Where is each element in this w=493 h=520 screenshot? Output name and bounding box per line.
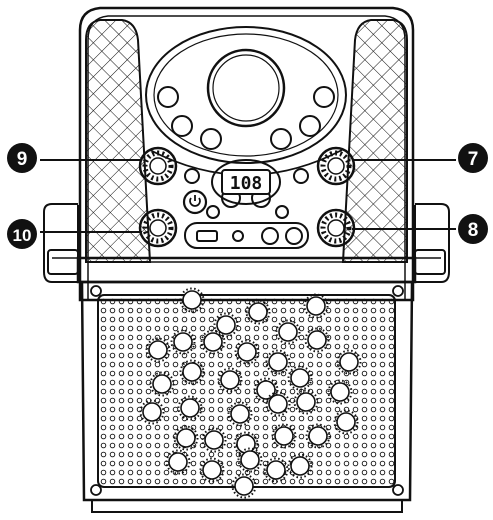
led-light [266,460,286,480]
speaker-led-lights [139,287,362,499]
led-light-ring [177,395,203,421]
knob-bottom-left[interactable] [138,208,178,248]
led-light-ring [305,423,331,449]
led-light-ring [333,409,359,435]
led-light-ring [170,329,196,355]
led-light [236,434,256,454]
led-light [306,296,326,316]
led-light [339,352,359,372]
led-light-ring [275,319,301,345]
led-light [204,430,224,450]
led-light-ring [233,431,259,457]
led-light-ring [201,427,227,453]
callout-8-label: 8 [468,220,479,241]
led-light-ring [217,367,243,393]
led-light [268,352,288,372]
knob-top-right[interactable] [316,146,356,186]
led-light [234,476,254,496]
led-light-ring [293,389,319,415]
power-button[interactable] [182,189,208,215]
led-light-ring [179,359,205,385]
callout-10: 10 [7,219,142,249]
led-light-ring [304,327,330,353]
led-light-ring [213,312,239,338]
callout-8: 8 [352,214,488,244]
callout-9-label: 9 [17,149,28,170]
cd-compartment [145,26,347,164]
led-light-ring [237,447,263,473]
led-light-ring [245,299,271,325]
led-light [182,290,202,310]
led-light [173,332,193,352]
led-light-ring [139,399,165,425]
led-light-ring [149,371,175,397]
led-light-ring [231,473,257,499]
led-light [182,362,202,382]
led-light-ring [165,449,191,475]
led-light [296,392,316,412]
left-handle [43,203,79,283]
callout-7-label: 7 [468,149,479,170]
led-light-ring [265,349,291,375]
callout-7: 7 [352,143,488,173]
led-light [220,370,240,390]
led-light [290,456,310,476]
led-light-ring [303,293,329,319]
led-light-ring [145,337,171,363]
right-handle [414,203,450,283]
led-light-ring [227,401,253,427]
led-light [216,315,236,335]
led-light-ring [200,329,226,355]
body-ledge [76,256,417,284]
led-light [268,394,288,414]
knob-top-left[interactable] [138,146,178,186]
led-light [148,340,168,360]
led-light [176,428,196,448]
led-light-ring [336,349,362,375]
usb-port-icon[interactable] [196,230,218,242]
led-light-ring [263,457,289,483]
led-light [330,382,350,402]
led-light [202,460,222,480]
led-light-ring [287,453,313,479]
led-light-ring [234,339,260,365]
led-light [168,452,188,472]
led-light [278,322,298,342]
led-light-ring [271,423,297,449]
led-light [152,374,172,394]
led-light [248,302,268,322]
led-light [180,398,200,418]
led-light [142,402,162,422]
left-side-grille [85,19,152,263]
led-light [274,426,294,446]
display-readout: 108 [230,173,263,194]
led-light [336,412,356,432]
led-light-ring [327,379,353,405]
led-light-ring [265,391,291,417]
led-light-ring [287,365,313,391]
mic-jack-icon[interactable] [232,230,244,242]
led-light [307,330,327,350]
led-light [240,450,260,470]
led-light-ring [199,457,225,483]
led-light-ring [173,425,199,451]
led-light [237,342,257,362]
led-display: 108 [211,159,281,205]
rca-jack-icon[interactable] [261,227,279,245]
led-light-ring [253,377,279,403]
right-side-grille [341,19,408,263]
callout-10-label: 10 [13,226,32,245]
led-light [203,332,223,352]
cd-control-buttons[interactable] [157,86,335,150]
led-light-ring [179,287,205,313]
led-light [308,426,328,446]
callout-9: 9 [7,143,142,173]
input-jack-panel [184,222,309,249]
knob-bottom-right[interactable] [316,208,356,248]
led-light [230,404,250,424]
led-light [256,380,276,400]
led-light [290,368,310,388]
